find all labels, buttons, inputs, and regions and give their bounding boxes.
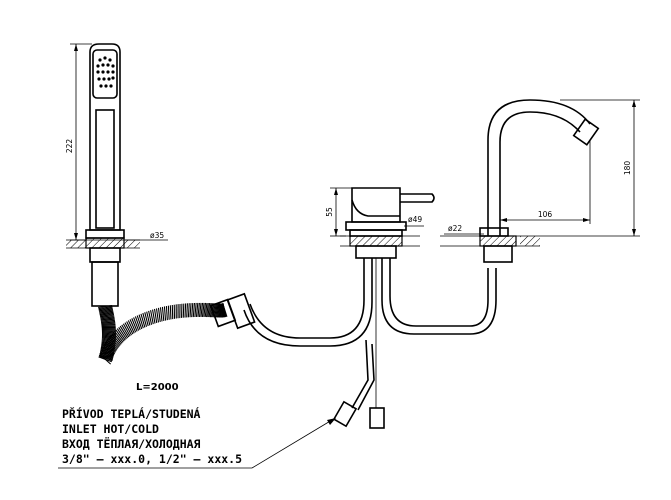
dim-shower-diameter: ø35 bbox=[124, 231, 168, 241]
spiral-hose bbox=[98, 302, 228, 365]
dim-106-label: 106 bbox=[538, 210, 553, 219]
dim-180-label: 180 bbox=[623, 161, 632, 176]
dim-spout-diameter: ø22 bbox=[444, 224, 484, 235]
dim-22-label: ø22 bbox=[448, 224, 462, 233]
dim-spout-height: 180 bbox=[540, 99, 640, 237]
countertop-right bbox=[440, 235, 540, 247]
dim-55-label: 55 bbox=[325, 207, 334, 217]
connection-pipes bbox=[243, 258, 497, 429]
inlet-note: PŘÍVOD TEPLÁ/STUDENÁ INLET HOT/COLD ВХОД… bbox=[58, 406, 336, 469]
note-line-3: ВХОД ТЁПЛАЯ/ХОЛОДНАЯ bbox=[62, 436, 201, 451]
hose-connector bbox=[209, 292, 256, 330]
dim-222-label: 222 bbox=[65, 139, 74, 154]
note-line-4: 3/8" – xxx.0, 1/2" – xxx.5 bbox=[62, 452, 242, 466]
leader-arrow-icon bbox=[327, 418, 336, 425]
dim-shower-length: 222 bbox=[65, 43, 92, 241]
hose-length-label: L=2000 bbox=[136, 382, 179, 393]
note-line-1: PŘÍVOD TEPLÁ/STUDENÁ bbox=[62, 406, 201, 421]
dim-mixer-diameter: ø49 bbox=[404, 215, 424, 227]
spray-nozzles-icon bbox=[96, 56, 115, 88]
hand-shower bbox=[85, 43, 125, 307]
dim-mixer-height: 55 bbox=[325, 187, 352, 237]
dim-spout-reach: 106 bbox=[500, 140, 591, 224]
note-line-2: INLET HOT/COLD bbox=[62, 422, 159, 436]
dim-35-label: ø35 bbox=[150, 231, 164, 240]
countertop-mid bbox=[340, 235, 420, 247]
dim-49-label: ø49 bbox=[408, 215, 422, 224]
